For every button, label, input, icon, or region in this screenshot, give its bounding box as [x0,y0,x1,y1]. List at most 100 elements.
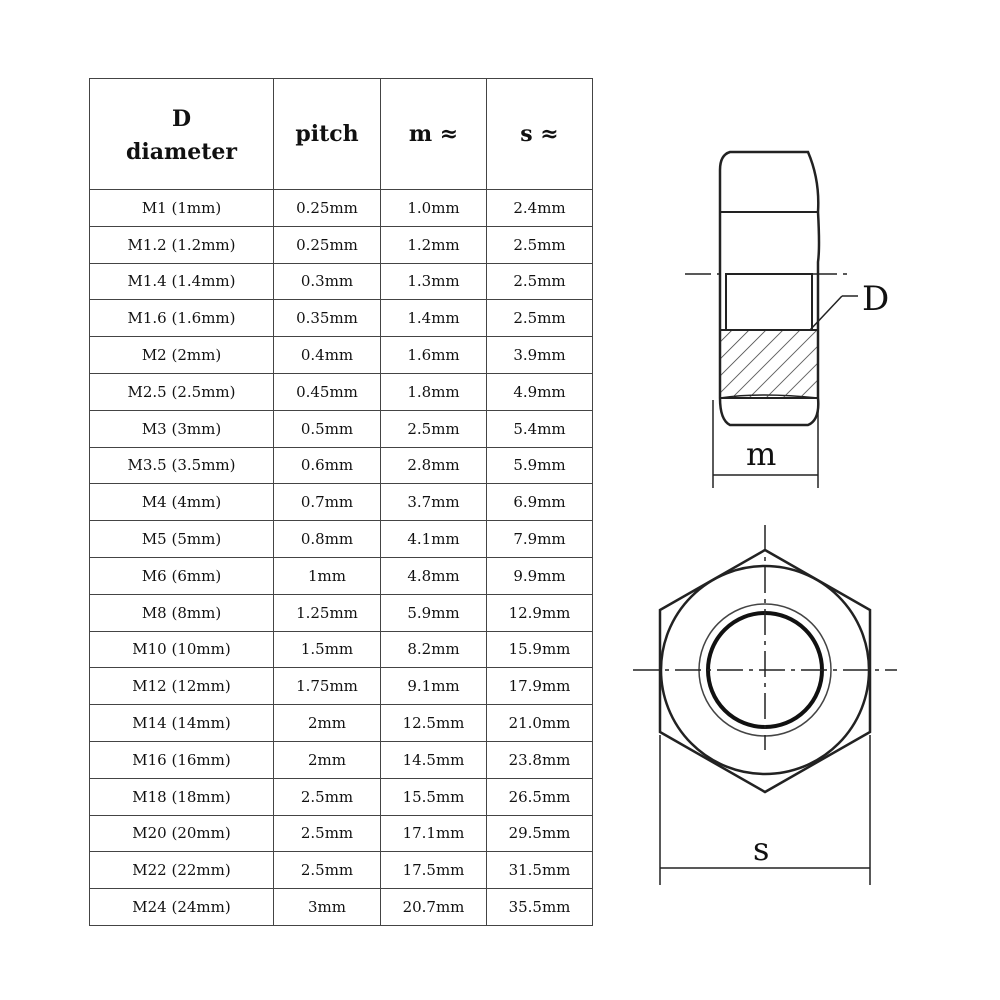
hex-outline [658,548,872,794]
cell-diameter: M16 (16mm) [89,740,274,779]
cell-diameter: M20 (20mm) [89,814,274,853]
cell-pitch: 1mm [273,556,381,595]
label-s: s [753,830,769,868]
cell-diameter: M10 (10mm) [89,630,274,669]
cell-s: 29.5mm [486,814,593,853]
cell-m: 3.7mm [380,483,487,522]
nut-side-view-diagram: D m [685,150,889,488]
cell-diameter: M18 (18mm) [89,777,274,816]
cell-pitch: 0.5mm [273,409,381,448]
cell-m: 1.4mm [380,299,487,338]
cell-m: 9.1mm [380,667,487,706]
cell-m: 5.9mm [380,593,487,632]
cell-s: 15.9mm [486,630,593,669]
label-m: m [746,435,776,473]
cell-pitch: 2.5mm [273,851,381,890]
cell-s: 12.9mm [486,593,593,632]
cell-s: 31.5mm [486,851,593,890]
cell-pitch: 0.4mm [273,336,381,374]
cell-pitch: 1.25mm [273,593,381,632]
cell-m: 1.0mm [380,189,487,227]
cell-s: 6.9mm [486,483,593,522]
cell-pitch: 0.8mm [273,520,381,558]
table-header-row: D diameter pitch m ≈ s ≈ [89,78,593,190]
cell-pitch: 2.5mm [273,814,381,853]
cell-m: 17.5mm [380,851,487,890]
cell-diameter: M1.4 (1.4mm) [89,262,274,301]
cell-m: 2.5mm [380,409,487,448]
cell-diameter: M1.2 (1.2mm) [89,225,274,264]
cell-pitch: 0.6mm [273,446,381,485]
cell-pitch: 2mm [273,740,381,779]
label-d: D [862,279,889,319]
cell-pitch: 3mm [273,888,381,926]
cell-pitch: 2.5mm [273,777,381,816]
cell-s: 17.9mm [486,667,593,706]
cell-s: 35.5mm [486,888,593,926]
cell-m: 12.5mm [380,704,487,742]
cell-s: 7.9mm [486,520,593,558]
header-s: s ≈ [486,78,593,190]
cell-diameter: M6 (6mm) [89,556,274,595]
hatched-section [719,329,819,399]
cell-diameter: M5 (5mm) [89,520,274,558]
cell-m: 8.2mm [380,630,487,669]
header-m: m ≈ [380,78,487,190]
cell-s: 5.9mm [486,446,593,485]
cell-s: 9.9mm [486,556,593,595]
cell-m: 1.6mm [380,336,487,374]
cell-pitch: 0.7mm [273,483,381,522]
cell-diameter: M22 (22mm) [89,851,274,890]
cell-pitch: 1.75mm [273,667,381,706]
thread-section [725,273,813,331]
cell-diameter: M3 (3mm) [89,409,274,448]
cell-diameter: M12 (12mm) [89,667,274,706]
cell-diameter: M4 (4mm) [89,483,274,522]
cell-s: 3.9mm [486,336,593,374]
header-diameter-symbol: D [171,106,192,132]
cell-diameter: M2.5 (2.5mm) [89,372,274,411]
cell-m: 20.7mm [380,888,487,926]
cell-pitch: 0.35mm [273,299,381,338]
cell-pitch: 0.3mm [273,262,381,301]
cell-s: 21.0mm [486,704,593,742]
cell-m: 1.2mm [380,225,487,264]
cell-m: 17.1mm [380,814,487,853]
header-diameter-word: diameter [125,139,238,165]
cell-pitch: 0.45mm [273,372,381,411]
cell-s: 2.5mm [486,225,593,264]
cell-m: 15.5mm [380,777,487,816]
cell-diameter: M1 (1mm) [89,189,274,227]
cell-m: 1.8mm [380,372,487,411]
cell-diameter: M24 (24mm) [89,888,274,926]
cell-diameter: M1.6 (1.6mm) [89,299,274,338]
cell-pitch: 1.5mm [273,630,381,669]
cell-s: 23.8mm [486,740,593,779]
cell-diameter: M3.5 (3.5mm) [89,446,274,485]
nut-top-view-diagram: s [633,525,897,885]
leader-line-d [809,295,843,331]
cell-m: 4.1mm [380,520,487,558]
header-diameter: D diameter [89,78,274,190]
cell-s: 4.9mm [486,372,593,411]
cell-s: 2.5mm [486,299,593,338]
